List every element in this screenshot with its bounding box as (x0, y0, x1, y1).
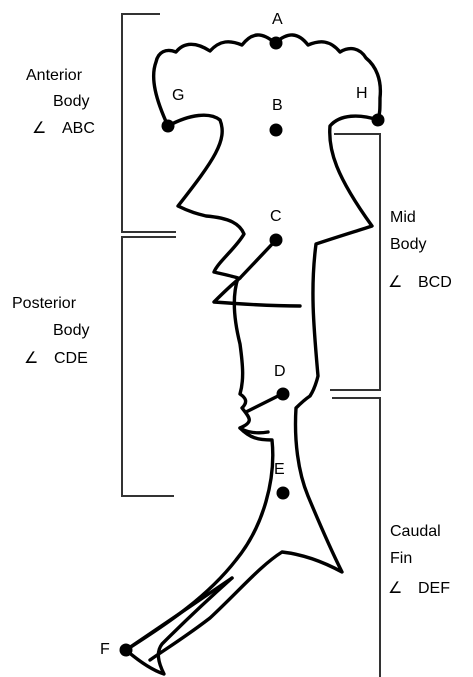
caudal-angle-symbol: ∠ (388, 580, 402, 597)
posterior-angle-label: CDE (54, 350, 88, 367)
mid-body-bracket (330, 134, 380, 390)
point-b-dot (270, 124, 283, 137)
skeletal-lines (126, 240, 282, 650)
point-a-label: A (272, 11, 283, 28)
point-e-label: E (274, 461, 285, 478)
caudal-fin-bracket (332, 398, 380, 677)
anterior-angle-symbol: ∠ (32, 120, 46, 137)
point-f-label: F (100, 641, 110, 658)
posterior-label-line1: Posterior (12, 295, 77, 312)
point-g-dot (162, 120, 175, 133)
posterior-body-bracket (122, 237, 176, 496)
point-h-label: H (356, 85, 368, 102)
point-g-label: G (172, 87, 184, 104)
caudal-label-line2: Fin (390, 550, 412, 567)
shark-body-right-outline (150, 35, 380, 660)
landmark-points (120, 37, 385, 657)
posterior-angle-symbol: ∠ (24, 350, 38, 367)
point-a-dot (270, 37, 283, 50)
mid-angle-label: BCD (418, 274, 452, 291)
anterior-label-line2: Body (53, 93, 89, 110)
point-d-label: D (274, 363, 286, 380)
caudal-angle-label: DEF (418, 580, 450, 597)
pectoral-fin-outline (214, 278, 300, 306)
line-c-to-fin (240, 240, 276, 278)
point-c-label: C (270, 208, 282, 225)
point-e-dot (277, 487, 290, 500)
point-c-dot (270, 234, 283, 247)
section-labels: Anterior Body ∠ ABC Mid Body ∠ BCD Poste… (12, 67, 452, 597)
point-f-dot (120, 644, 133, 657)
anterior-label-line1: Anterior (26, 67, 83, 84)
mid-label-line2: Body (390, 236, 426, 253)
posterior-label-line2: Body (53, 322, 89, 339)
point-h-dot (372, 114, 385, 127)
anterior-angle-label: ABC (62, 120, 95, 137)
point-b-label: B (272, 97, 283, 114)
line-d-to-fin (246, 394, 282, 412)
pelvic-fin-outline (240, 428, 268, 433)
mid-angle-symbol: ∠ (388, 274, 402, 291)
mid-label-line1: Mid (390, 209, 416, 226)
caudal-label-line1: Caudal (390, 523, 441, 540)
point-d-dot (277, 388, 290, 401)
